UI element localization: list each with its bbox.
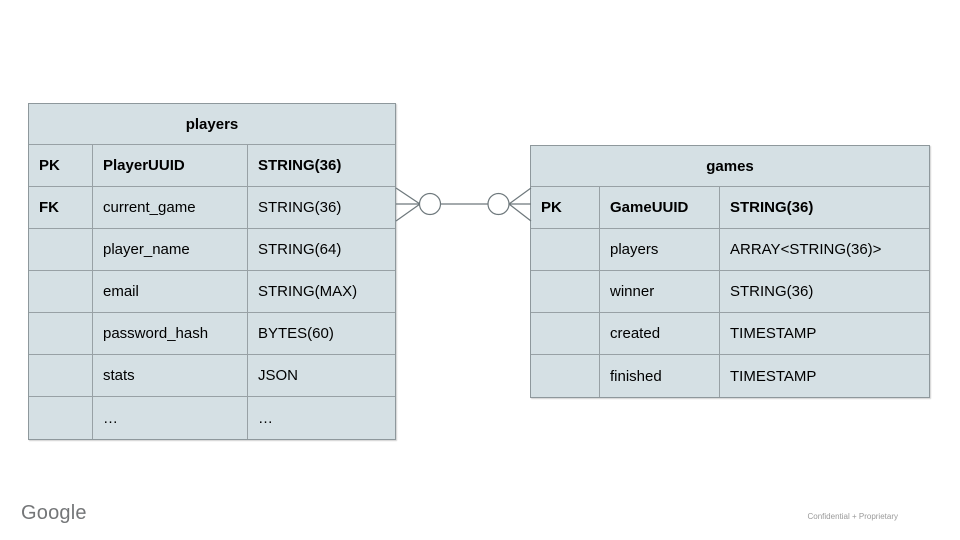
column-name-cell: email [93, 271, 248, 312]
column-name-cell: players [600, 229, 720, 270]
table-row: FK current_game STRING(36) [29, 187, 395, 229]
column-name-cell: stats [93, 355, 248, 396]
crows-foot-left [395, 187, 421, 222]
column-name-cell: winner [600, 271, 720, 312]
key-cell [531, 229, 600, 270]
table-row: password_hash BYTES(60) [29, 313, 395, 355]
key-cell [29, 271, 93, 312]
key-cell: FK [29, 187, 93, 228]
column-name-cell: finished [600, 355, 720, 397]
players-table: players PK PlayerUUID STRING(36) FK curr… [28, 103, 396, 440]
column-type-cell: ARRAY<STRING(36)> [730, 241, 882, 258]
table-row: winner STRING(36) [531, 271, 929, 313]
column-type-cell: BYTES(60) [258, 325, 334, 342]
column-name-cell: PlayerUUID [93, 145, 248, 186]
column-name-cell: GameUUID [600, 187, 720, 228]
key-cell [29, 397, 93, 439]
games-table-title: games [531, 146, 929, 187]
column-name-cell: current_game [93, 187, 248, 228]
optional-circle-right [487, 192, 510, 216]
column-type-cell: … [258, 409, 273, 427]
table-row: email STRING(MAX) [29, 271, 395, 313]
table-row: finished TIMESTAMP [531, 355, 929, 397]
table-row: PK GameUUID STRING(36) [531, 187, 929, 229]
column-type-cell: STRING(64) [258, 241, 342, 258]
table-row: PK PlayerUUID STRING(36) [29, 145, 395, 187]
crows-foot-right [508, 187, 532, 222]
column-type-cell: JSON [258, 367, 299, 384]
column-type-cell: TIMESTAMP [730, 325, 817, 342]
table-row: player_name STRING(64) [29, 229, 395, 271]
games-table: games PK GameUUID STRING(36) players ARR… [530, 145, 930, 398]
google-logo: Google [21, 502, 87, 524]
table-row: players ARRAY<STRING(36)> [531, 229, 929, 271]
column-type-cell: STRING(MAX) [258, 283, 358, 300]
key-cell [29, 229, 93, 270]
players-table-title: players [29, 104, 395, 145]
column-type-cell: STRING(36) [730, 199, 814, 216]
key-cell [531, 271, 600, 312]
key-cell: PK [531, 187, 600, 228]
column-type-cell: TIMESTAMP [730, 367, 817, 385]
column-type-cell: STRING(36) [258, 157, 342, 174]
column-type-cell: STRING(36) [258, 199, 342, 216]
key-cell [531, 313, 600, 354]
confidential-note: Confidential + Proprietary [807, 512, 899, 521]
column-name-cell: … [93, 397, 248, 439]
table-row: stats JSON [29, 355, 395, 397]
table-row: … … [29, 397, 395, 439]
column-name-cell: player_name [93, 229, 248, 270]
column-type-cell: STRING(36) [730, 283, 814, 300]
key-cell: PK [29, 145, 93, 186]
table-row: created TIMESTAMP [531, 313, 929, 355]
column-name-cell: created [600, 313, 720, 354]
key-cell [531, 355, 600, 397]
relationship-connector [395, 187, 532, 222]
key-cell [29, 355, 93, 396]
key-cell [29, 313, 93, 354]
optional-circle-left [418, 192, 442, 216]
column-name-cell: password_hash [93, 313, 248, 354]
